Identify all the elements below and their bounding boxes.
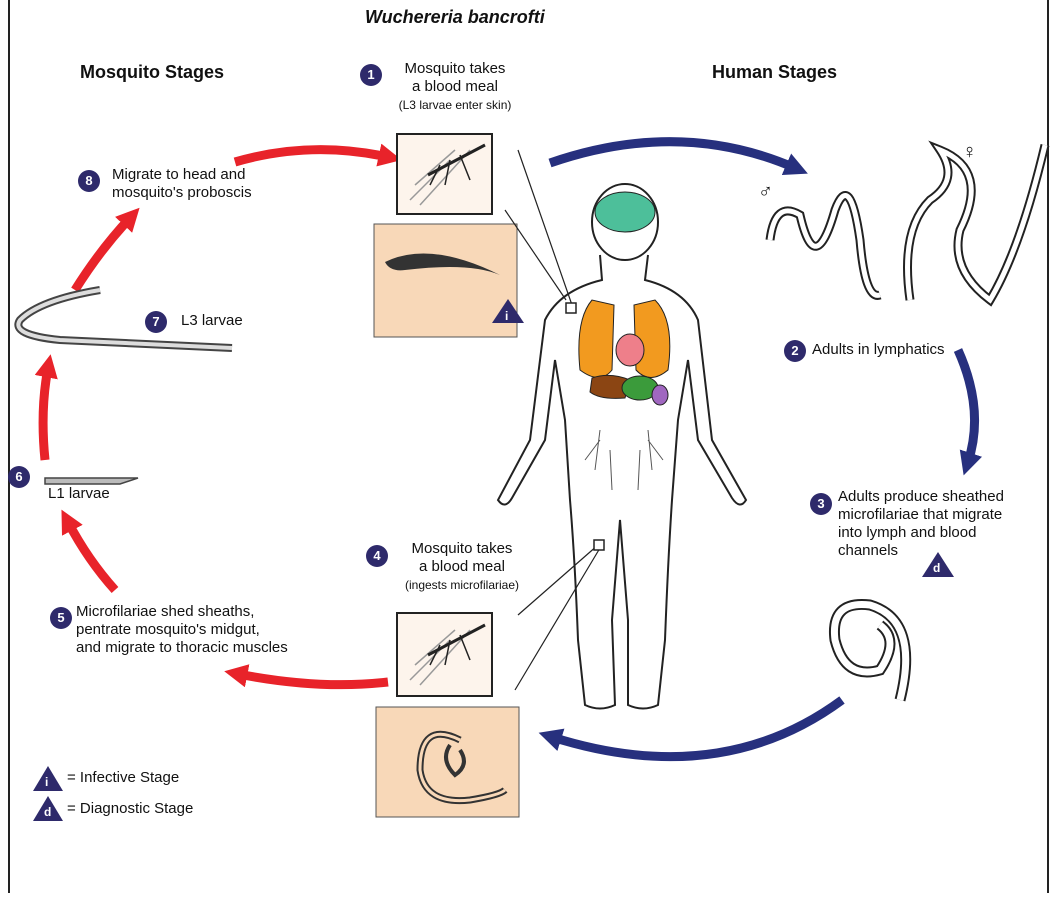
- arrow-6-to-7: [43, 368, 48, 460]
- stage-8-line-2: mosquito's proboscis: [112, 184, 312, 202]
- stage-8-number: 8: [78, 170, 100, 192]
- brain: [595, 192, 655, 232]
- stage-7-number: 7: [145, 311, 167, 333]
- stage-5-line-3: and migrate to thoracic muscles: [76, 639, 376, 657]
- mosquito-bite-inset-top: [397, 134, 492, 214]
- microfilaria-inset: [376, 707, 519, 817]
- stage-6-number: 6: [8, 466, 30, 488]
- stage-4-line-2: a blood meal: [372, 558, 552, 576]
- arrow-2-to-3: [958, 350, 975, 462]
- stage-8-line-1: Migrate to head and: [112, 166, 312, 184]
- heart: [616, 334, 644, 366]
- legend-infective-symbol: i: [45, 773, 48, 791]
- stage-1-label: Mosquito takes a blood meal (L3 larvae e…: [380, 60, 530, 114]
- figure-title: Wuchereria bancrofti: [365, 8, 545, 26]
- stage-3-line-4: channels: [838, 542, 1048, 560]
- human-stages-heading: Human Stages: [712, 63, 837, 81]
- l1-larvae-drawing: [45, 478, 138, 484]
- stage-1-note: (L3 larvae enter skin): [380, 96, 530, 114]
- adult-worms: [770, 145, 1045, 300]
- stage-2-label: Adults in lymphatics: [812, 341, 945, 359]
- stage-1-number: 1: [360, 64, 382, 86]
- stage-3-line-2: microfilariae that migrate: [838, 506, 1048, 524]
- stage-4-line-1: Mosquito takes: [372, 540, 552, 558]
- human-body-illustration: [498, 184, 746, 709]
- stage-3-label: Adults produce sheathed microfilariae th…: [838, 488, 1048, 560]
- spleen: [652, 385, 668, 405]
- female-symbol: ♀: [962, 143, 977, 161]
- male-symbol: ♂: [758, 183, 773, 201]
- stage-2-number: 2: [784, 340, 806, 362]
- stage-3-number: 3: [810, 493, 832, 515]
- sheathed-microfilaria: [834, 604, 905, 700]
- stage-5-line-2: pentrate mosquito's midgut,: [76, 621, 376, 639]
- arrow-5-to-6: [68, 522, 115, 590]
- legend-infective-label: = Infective Stage: [67, 769, 179, 787]
- stage-5-label: Microfilariae shed sheaths, pentrate mos…: [76, 603, 376, 657]
- mosquito-stages-heading: Mosquito Stages: [80, 63, 224, 81]
- stage-1-line-2: a blood meal: [380, 78, 530, 96]
- infective-symbol-inset: i: [505, 307, 508, 325]
- stage-7-label: L3 larvae: [181, 312, 243, 330]
- arrow-1-to-2: [550, 142, 795, 168]
- stage-6-label: L1 larvae: [48, 485, 110, 503]
- stage-5-line-1: Microfilariae shed sheaths,: [76, 603, 376, 621]
- legend-diagnostic-label: = Diagnostic Stage: [67, 800, 193, 818]
- legend-diagnostic-symbol: d: [44, 803, 51, 821]
- stage-4-label: Mosquito takes a blood meal (ingests mic…: [372, 540, 552, 594]
- stage-3-line-1: Adults produce sheathed: [838, 488, 1048, 506]
- stage-3-line-3: into lymph and blood: [838, 524, 1048, 542]
- mosquito-bite-inset-bottom: [397, 613, 492, 696]
- arrow-4-to-5: [238, 674, 388, 685]
- arrow-7-to-8: [75, 218, 130, 290]
- stage-5-number: 5: [50, 607, 72, 629]
- arrow-8-to-1: [235, 150, 388, 162]
- stage-1-line-1: Mosquito takes: [380, 60, 530, 78]
- lymphatics: [585, 430, 663, 490]
- stage-8-label: Migrate to head and mosquito's proboscis: [112, 166, 312, 202]
- stage-4-note: (ingests microfilariae): [372, 576, 552, 594]
- diagnostic-symbol-stage3: d: [933, 559, 940, 577]
